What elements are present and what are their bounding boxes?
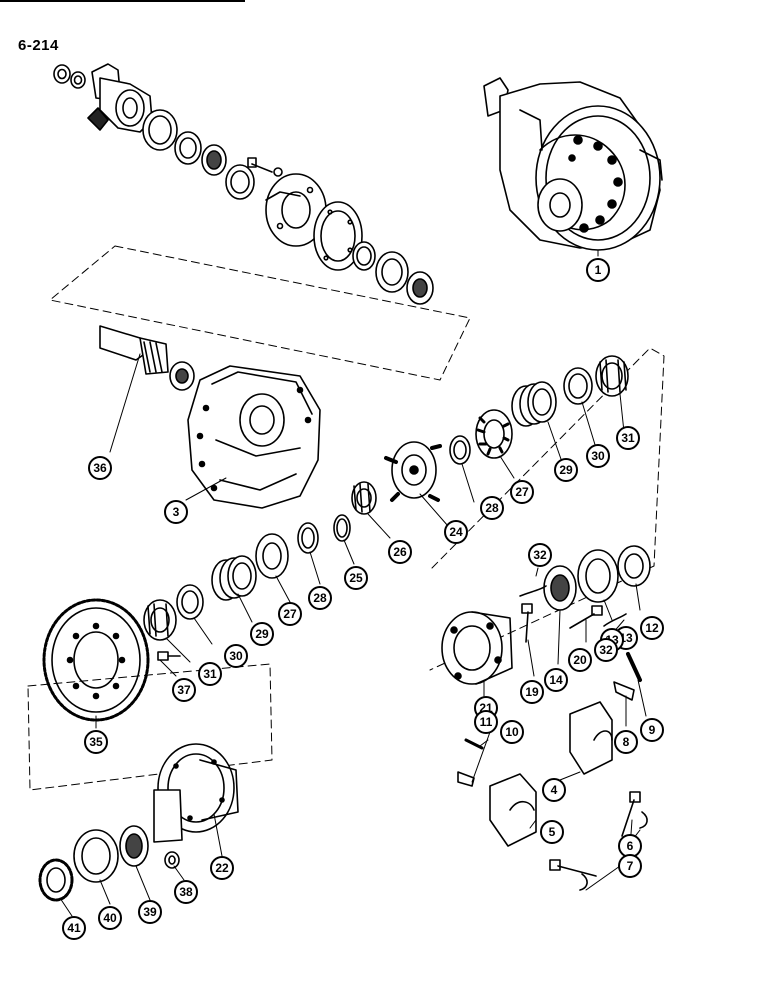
callout-29-upper[interactable]: 29	[554, 458, 578, 482]
bearing-cup-13	[577, 549, 619, 603]
friction-discs-29-upper	[511, 381, 557, 427]
callout-22[interactable]: 22	[210, 856, 234, 880]
callout-32-lower[interactable]: 32	[594, 638, 618, 662]
callout-11[interactable]: 11	[474, 710, 498, 734]
adjusting-nut-41	[38, 858, 74, 902]
ring-gear	[42, 598, 150, 722]
page-title: 6-214	[18, 37, 59, 54]
callout-25[interactable]: 25	[344, 566, 368, 590]
spider-24	[384, 441, 442, 502]
dashed-outline-pinion	[49, 245, 471, 381]
cotter-pin-32-lower	[603, 613, 627, 627]
callout-4[interactable]: 4	[542, 778, 566, 802]
roll-pin-9	[626, 652, 642, 682]
bearing-cone-3	[406, 271, 434, 305]
pinion-seal	[142, 109, 178, 151]
callout-29-lower[interactable]: 29	[250, 622, 274, 646]
pinion-nut	[53, 64, 86, 89]
callout-32-upper[interactable]: 32	[528, 543, 552, 567]
differential-carrier-assembly	[483, 77, 663, 251]
bearing-cup-2	[225, 164, 255, 200]
friction-discs-29-lower	[211, 555, 257, 601]
callout-37[interactable]: 37	[172, 678, 196, 702]
callout-10[interactable]: 10	[500, 720, 524, 744]
bearing-cap-4	[569, 701, 613, 775]
lock-10	[457, 771, 475, 787]
drive-pinion	[99, 325, 195, 391]
pinion-retainer	[265, 173, 327, 247]
drive-yoke	[87, 63, 153, 133]
shim-gasket	[313, 201, 363, 271]
ring-25	[333, 514, 351, 542]
callout-20[interactable]: 20	[568, 648, 592, 672]
diff-case-half-21	[441, 611, 513, 685]
bearing-cap-5	[489, 773, 537, 847]
callout-30-upper[interactable]: 30	[586, 444, 610, 468]
shim-ring	[352, 241, 376, 271]
ring-28-lower	[297, 522, 319, 554]
bearing-cone-14	[543, 565, 577, 611]
callout-27-lower[interactable]: 27	[278, 602, 302, 626]
callout-31-upper[interactable]: 31	[616, 426, 640, 450]
callout-24[interactable]: 24	[444, 520, 468, 544]
callout-9[interactable]: 9	[640, 718, 664, 742]
callout-35[interactable]: 35	[84, 730, 108, 754]
ring-28-upper	[449, 435, 471, 465]
callout-41[interactable]: 41	[62, 916, 86, 940]
callout-8[interactable]: 8	[614, 730, 638, 754]
lock-wire-7	[579, 811, 648, 891]
clutch-plate-27-upper	[475, 409, 513, 459]
lock-8	[613, 681, 635, 701]
thrust-washer-30-upper	[563, 367, 593, 405]
bevel-gear-31-lower	[143, 599, 177, 641]
side-gear-26	[351, 481, 377, 515]
callout-30-lower[interactable]: 30	[224, 644, 248, 668]
dashed-outline-case	[27, 663, 273, 791]
cap-screw-small	[247, 157, 283, 177]
callout-19[interactable]: 19	[520, 680, 544, 704]
cap-bolt-6	[549, 791, 641, 877]
bearing-cup-3	[375, 251, 409, 293]
callout-31-lower[interactable]: 31	[198, 662, 222, 686]
differential-case	[153, 743, 239, 843]
pinion-bearing-cone	[201, 144, 227, 176]
pinion-bearing-cup	[174, 131, 202, 165]
thrust-washer-30-lower	[176, 584, 204, 620]
callout-28-lower[interactable]: 28	[308, 586, 332, 610]
callout-12[interactable]: 12	[640, 616, 664, 640]
nut-38	[164, 851, 180, 869]
pin-11	[464, 738, 484, 750]
callout-7[interactable]: 7	[618, 854, 642, 878]
callout-14[interactable]: 14	[544, 668, 568, 692]
callout-39[interactable]: 39	[138, 900, 162, 924]
callout-5[interactable]: 5	[540, 820, 564, 844]
callout-28-upper[interactable]: 28	[480, 496, 504, 520]
top-border-line	[0, 0, 245, 2]
callout-38[interactable]: 38	[174, 880, 198, 904]
callout-36[interactable]: 36	[88, 456, 112, 480]
dashed-outline-differential	[429, 347, 665, 671]
callout-27-upper[interactable]: 27	[510, 480, 534, 504]
callout-26[interactable]: 26	[388, 540, 412, 564]
clutch-plate-27-lower	[255, 533, 289, 579]
adjuster-12	[617, 545, 651, 587]
bearing-cup-40	[73, 829, 119, 883]
carrier-housing	[187, 365, 321, 509]
ring-gear-bolt	[157, 651, 181, 661]
callout-3[interactable]: 3	[164, 500, 188, 524]
callout-1[interactable]: 1	[586, 258, 610, 282]
bevel-gear-31-upper	[595, 355, 629, 397]
bolt-20	[569, 605, 603, 629]
bearing-cone-39	[119, 825, 149, 867]
callout-40[interactable]: 40	[98, 906, 122, 930]
cotter-pin-32-upper	[519, 585, 547, 597]
bolt-19	[521, 603, 533, 643]
leader-lines	[59, 249, 647, 917]
